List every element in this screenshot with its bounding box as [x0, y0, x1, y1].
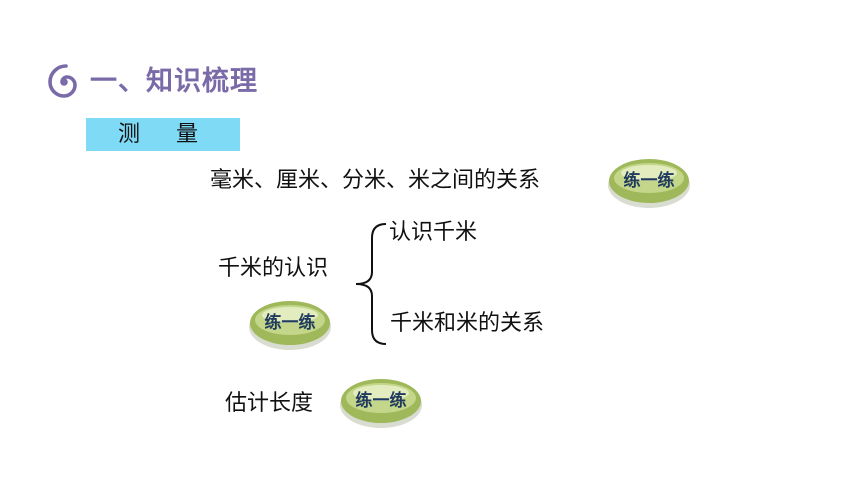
practice-button-label: 练一练: [623, 171, 675, 191]
practice-button-kilometer[interactable]: 练一练: [247, 298, 333, 352]
practice-button-relation[interactable]: 练一练: [606, 156, 692, 210]
section-title: 一、知识梳理: [90, 66, 258, 97]
curly-brace: [355, 223, 387, 345]
estimate-length-text: 估计长度: [225, 391, 314, 416]
kilometer-intro-text: 千米的认识: [218, 256, 329, 281]
topic-bar: [86, 118, 240, 151]
unit-relation-text: 毫米、厘米、分米、米之间的关系: [210, 168, 541, 193]
practice-button-label: 练一练: [264, 313, 316, 333]
topic-label: 测量: [118, 122, 235, 147]
kilometer-meter-relation-text: 千米和米的关系: [390, 311, 545, 336]
practice-button-shape: [608, 159, 690, 208]
practice-button-shape: [249, 301, 331, 350]
practice-button-label: 练一练: [355, 391, 407, 411]
know-kilometer-text: 认识千米: [389, 220, 478, 245]
spiral-icon: [48, 64, 77, 98]
practice-button-estimate[interactable]: 练一练: [338, 376, 424, 430]
practice-button-shape: [340, 379, 422, 428]
